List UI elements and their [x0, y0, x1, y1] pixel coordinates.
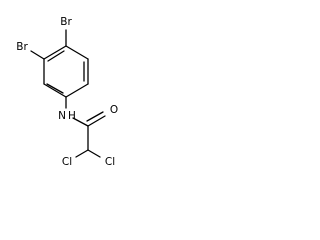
- ring-bond-c1-c2: [65, 45, 89, 60]
- atom-bromine-top: Br: [60, 16, 72, 28]
- atom-chlorine-left: Cl: [62, 156, 72, 168]
- structure-canvas: Br Br N H O Cl Cl: [0, 0, 149, 185]
- ring-bond-c3-c4: [65, 83, 89, 98]
- ring-bond-c6-c1: [43, 45, 67, 60]
- bond-nitrogen-carbonyl: [72, 117, 89, 127]
- bond-chcl2-cl-right: [87, 149, 101, 158]
- bond-carbonyl-oxygen-1: [87, 115, 106, 127]
- benzene-ring: [43, 45, 89, 98]
- bond-chcl2-cl-left: [75, 149, 89, 158]
- ring-double-bond-inner-3: [47, 50, 65, 62]
- molecule-structure: Br Br N H O Cl Cl: [16, 16, 118, 168]
- bond-c5-br-left: [30, 50, 45, 60]
- atom-bromine-left: Br: [16, 41, 28, 53]
- atom-chlorine-right: Cl: [105, 156, 115, 168]
- ring-double-bond-inner-2: [46, 83, 64, 94]
- ring-bond-c4-c5: [43, 83, 67, 98]
- atom-nitrogen: N: [58, 110, 66, 122]
- atom-oxygen: O: [110, 104, 118, 116]
- atom-hydrogen: H: [68, 110, 76, 122]
- bond-carbonyl-oxygen-2: [86, 111, 104, 122]
